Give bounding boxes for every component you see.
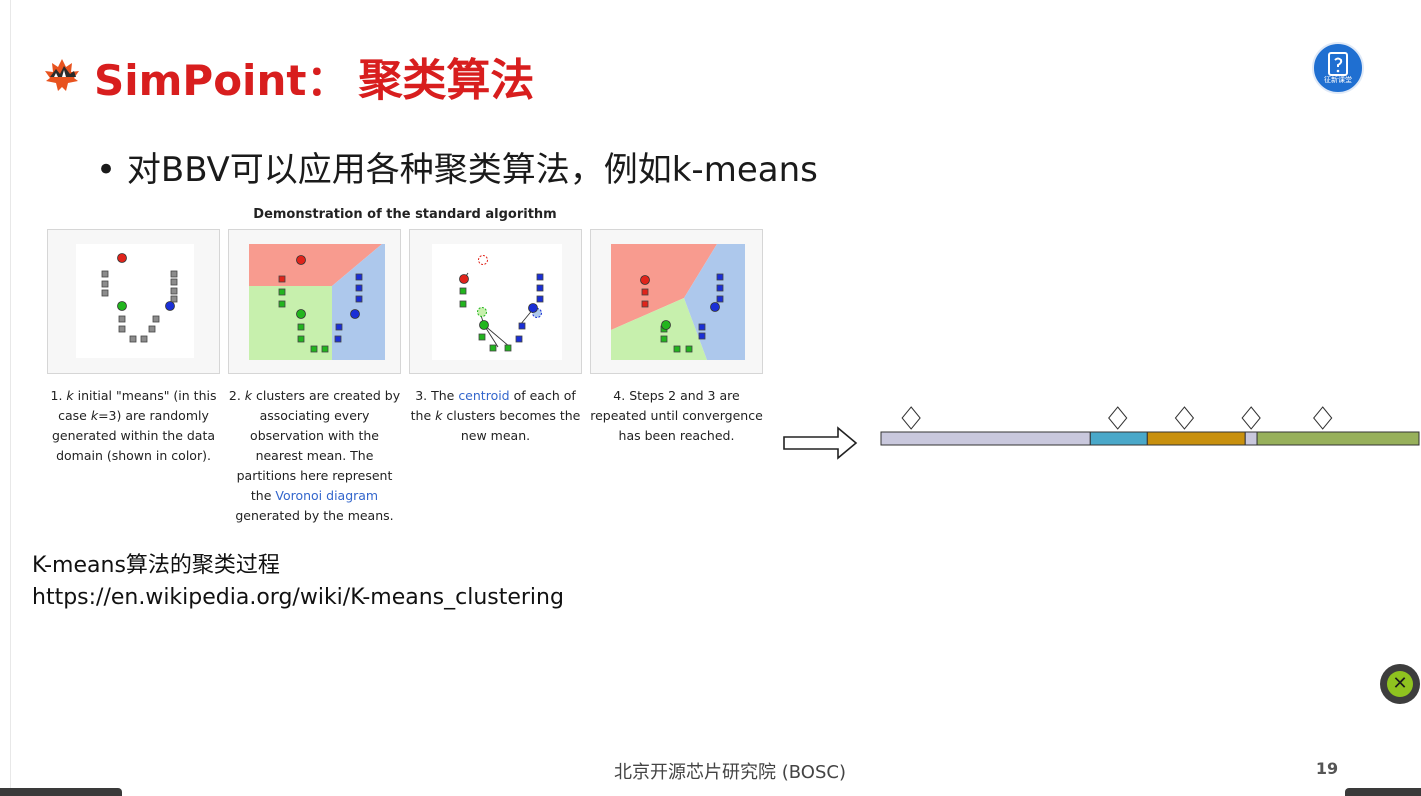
question-doc-icon [1328,52,1348,76]
diamond-marker-icon [1108,406,1128,430]
cap2-mid: clusters are created by associating ever… [236,388,401,503]
course-badge[interactable]: 征新课堂 [1312,42,1364,94]
step2-caption: 2. k clusters are created by associating… [227,386,402,526]
slide-title: SimPoint：聚类算法 [94,44,535,106]
page-number: 19 [1315,759,1339,778]
wikipedia-url[interactable]: https://en.wikipedia.org/wiki/K-means_cl… [32,585,564,610]
badge-label: 征新课堂 [1324,76,1352,84]
kmeans-step2-panel [228,229,401,374]
segment-blue [1089,431,1148,446]
diamond-marker-icon [1174,406,1195,430]
cap1-k: k [66,388,74,403]
title-colon: ： [306,56,349,105]
cap1-post: =3) are randomly generated within the da… [51,408,216,463]
step3-diagram [432,244,562,360]
title-cjk: 聚类算法 [358,55,535,106]
cap3-post: clusters becomes the new mean. [442,408,581,443]
cap3-k: k [435,408,443,423]
cap1-mid: initial "means" (in this case [58,388,217,423]
voronoi-diagram-link[interactable]: Voronoi diagram [275,488,379,503]
segment-olive [1256,431,1420,446]
right-arrow-icon [783,426,858,460]
cap3-pre: 3. The [415,388,459,403]
bullet-point: • 对BBV可以应用各种聚类算法，例如k-means [96,142,818,191]
diamond-marker-icon [901,406,921,430]
step4-diagram [611,244,745,360]
kmeans-step4-panel [590,229,763,374]
diamond-marker-icon [1241,406,1261,430]
diamond-marker-icon [1313,406,1333,430]
kmeans-step3-panel [409,229,582,374]
floating-close-button[interactable]: ✕ [1380,664,1420,704]
caption-block: K-means算法的聚类过程 https://en.wikipedia.org/… [32,550,564,614]
segment-gray [1244,431,1258,446]
cap3-mid: of each of the [410,388,576,423]
kmeans-step1-panel [47,229,220,374]
taskbar-right-strip [1345,788,1421,796]
cap2-pre: 2. [228,388,245,403]
phase-timeline [880,406,1420,446]
bullet-text: 对BBV可以应用各种聚类算法，例如k-means [126,150,818,190]
slide-left-border [10,0,11,796]
bullet-mark: • [96,150,117,190]
taskbar-left-strip [0,788,122,796]
cap1-pre: 1. [50,388,67,403]
segment-gold [1146,431,1246,446]
cap4-text: 4. Steps 2 and 3 are repeated until conv… [590,388,763,443]
cap2-k: k [244,388,253,403]
caption-title: K-means算法的聚类过程 [32,553,280,578]
close-icon: ✕ [1387,671,1413,697]
maple-leaf-logo-icon [45,59,79,91]
step1-caption: 1. k initial "means" (in this case k=3) … [46,386,221,466]
cap2-post: generated by the means. [235,508,394,523]
footer-org: 北京开源芯片研究院 (BOSC) [614,762,846,783]
step2-diagram [249,244,385,360]
step4-caption: 4. Steps 2 and 3 are repeated until conv… [589,386,764,446]
segment-lavender [880,431,1091,446]
title-latin: SimPoint [94,56,307,105]
step1-diagram [76,244,194,358]
demo-title: Demonstration of the standard algorithm [253,207,557,222]
cap1-k2: k [90,408,99,423]
step3-caption: 3. The centroid of each of the k cluster… [408,386,583,446]
centroid-link[interactable]: centroid [458,388,510,403]
